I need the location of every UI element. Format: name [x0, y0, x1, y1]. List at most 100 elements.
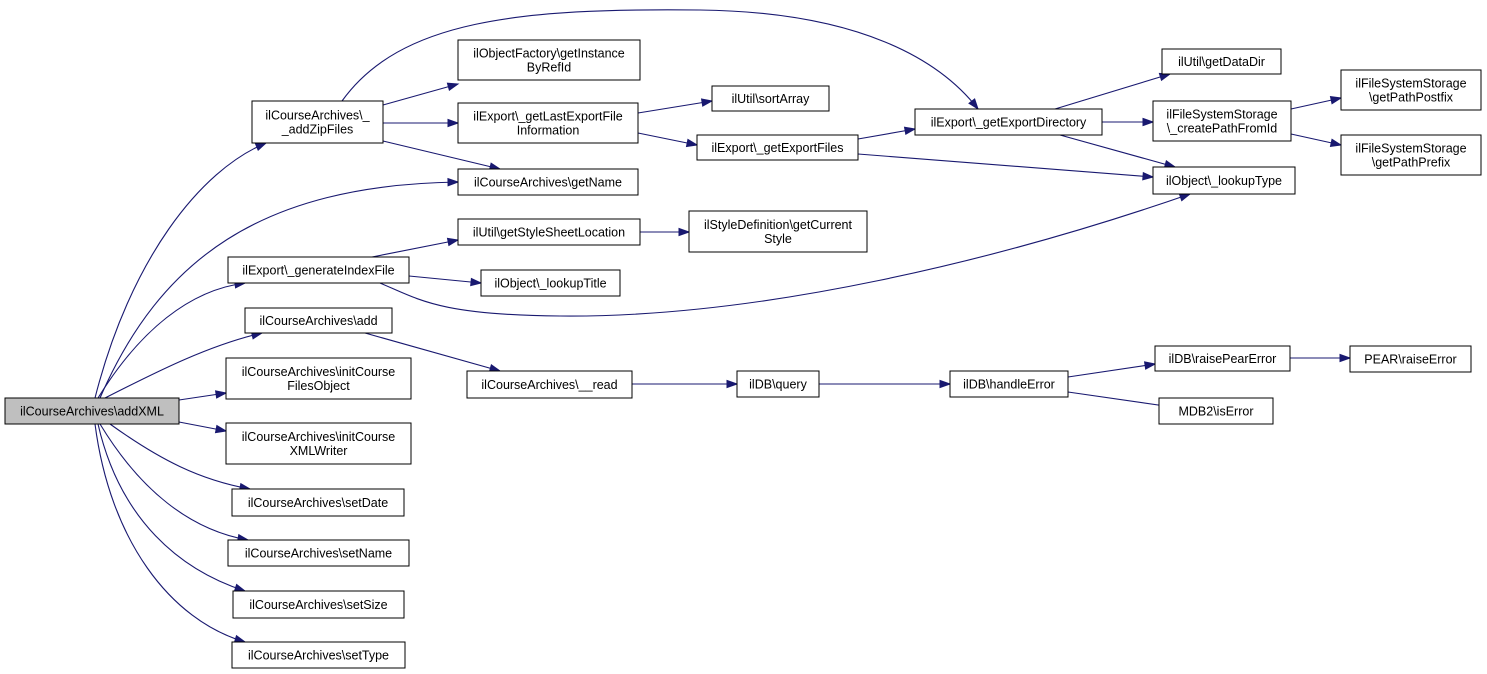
edge-line [364, 332, 501, 372]
node-read[interactable]: ilCourseArchives\__read [466, 370, 633, 399]
node-box [251, 100, 384, 144]
node-getName[interactable]: ilCourseArchives\getName [457, 168, 639, 196]
edge-line [1067, 363, 1156, 378]
edge-addZipFiles-to-getLastExportFileInformation [383, 118, 460, 128]
node-setDate[interactable]: ilCourseArchives\setDate [231, 488, 405, 517]
edge-generateIndexFile-to-lookupTitle [408, 275, 483, 287]
node-label: _addZipFiles [281, 123, 354, 137]
node-generateIndexFile[interactable]: ilExport\_generateIndexFile [227, 256, 410, 284]
node-label: \getPathPostfix [1369, 91, 1454, 105]
edge-line [1059, 134, 1176, 168]
node-getDataDir[interactable]: ilUtil\getDataDir [1161, 48, 1282, 75]
node-box [231, 488, 405, 517]
node-root[interactable]: ilCourseArchives\addXML [4, 397, 180, 425]
arrowhead [446, 82, 460, 91]
arrowhead [470, 277, 483, 287]
node-label: ilUtil\sortArray [732, 92, 811, 106]
node-raiseError[interactable]: PEAR\raiseError [1349, 345, 1472, 373]
node-label: \getPathPrefix [1372, 156, 1451, 170]
node-label: ilExport\_getLastExportFile [473, 110, 622, 124]
edge-root-to-initCourseFilesObject [178, 390, 228, 401]
edge-line [408, 275, 482, 284]
node-box [227, 256, 410, 284]
node-isError[interactable]: MDB2\isError [1158, 397, 1274, 425]
arrowhead [446, 237, 460, 247]
node-setType[interactable]: ilCourseArchives\setType [231, 641, 406, 669]
node-label: \_createPathFromId [1167, 122, 1278, 136]
node-label: ilCourseArchives\addXML [20, 405, 164, 419]
node-box [1152, 100, 1292, 142]
edge-getExportFiles-to-lookupType [857, 153, 1155, 181]
node-getStyleSheetLocation[interactable]: ilUtil\getStyleSheetLocation [457, 218, 641, 246]
node-label: ilCourseArchives\getName [474, 176, 622, 190]
node-label: ilStyleDefinition\getCurrent [704, 218, 853, 232]
edge-createPathFromId-to-getPathPrefix [1290, 133, 1343, 147]
node-getPathPostfix[interactable]: ilFileSystemStorage\getPathPostfix [1340, 69, 1482, 111]
edge-line [382, 83, 459, 106]
node-label: ilDB\query [749, 378, 807, 392]
node-box [466, 370, 633, 399]
arrowhead [1178, 193, 1192, 202]
node-handleError[interactable]: ilDB\handleError [949, 370, 1069, 398]
node-label: ilObject\_lookupType [1166, 174, 1282, 188]
edge-line [371, 239, 459, 258]
edge-getExportFiles-to-getExportDirectory [857, 126, 917, 140]
node-addZipFiles[interactable]: ilCourseArchives\__addZipFiles [251, 100, 384, 144]
edge-line [94, 423, 246, 643]
node-getExportFiles[interactable]: ilExport\_getExportFiles [696, 134, 859, 161]
node-sortArray[interactable]: ilUtil\sortArray [711, 85, 830, 112]
node-label: ByRefId [527, 61, 572, 75]
node-box [914, 108, 1103, 136]
arrowhead [939, 379, 952, 389]
node-query[interactable]: ilDB\query [736, 370, 820, 398]
edge-root-to-getName [99, 177, 460, 399]
node-box [225, 422, 412, 465]
node-box [1340, 134, 1482, 176]
arrowhead [447, 177, 460, 187]
arrowhead [903, 126, 917, 136]
node-lookupType[interactable]: ilObject\_lookupType [1152, 166, 1296, 195]
node-add[interactable]: ilCourseArchives\add [244, 307, 393, 334]
edge-createPathFromId-to-getPathPostfix [1290, 96, 1343, 110]
edge-line [97, 282, 246, 399]
edge-root-to-setSize [97, 423, 247, 592]
node-box [1152, 166, 1296, 195]
arrowhead [254, 142, 268, 152]
arrowhead [214, 390, 228, 399]
node-getExportDirectory[interactable]: ilExport\_getExportDirectory [914, 108, 1103, 136]
node-label: ilFileSystemStorage [1355, 142, 1466, 156]
edge-getExportDirectory-to-getDataDir [1054, 72, 1172, 110]
node-label: ilCourseArchives\setDate [248, 496, 388, 510]
arrowhead [1339, 353, 1352, 363]
node-label: ilUtil\getDataDir [1178, 55, 1265, 69]
node-box [1161, 48, 1282, 75]
node-getPathPrefix[interactable]: ilFileSystemStorage\getPathPrefix [1340, 134, 1482, 176]
node-label: ilExport\_generateIndexFile [242, 264, 394, 278]
edge-root-to-generateIndexFile [97, 280, 247, 399]
node-label: ilCourseArchives\__read [481, 378, 617, 392]
arrowhead [968, 98, 979, 111]
node-setSize[interactable]: ilCourseArchives\setSize [232, 590, 405, 619]
edge-query-to-handleError [819, 379, 952, 389]
node-label: ilCourseArchives\add [259, 314, 377, 328]
edge-handleError-to-raisePearError [1067, 361, 1157, 378]
node-box [949, 370, 1069, 398]
arrowhead [678, 227, 691, 237]
node-box [696, 134, 859, 161]
edge-getLastExportFileInformation-to-getExportFiles [637, 132, 699, 148]
node-setName[interactable]: ilCourseArchives\setName [227, 539, 410, 567]
node-box [231, 641, 406, 669]
node-createPathFromId[interactable]: ilFileSystemStorage\_createPathFromId [1152, 100, 1292, 142]
node-label: ilObjectFactory\getInstance [473, 47, 625, 61]
node-raisePearError[interactable]: ilDB\raisePearError [1154, 345, 1291, 372]
edge-line [99, 181, 459, 399]
node-box [1340, 69, 1482, 111]
node-label: FilesObject [287, 379, 350, 393]
node-lookupTitle[interactable]: ilObject\_lookupTitle [480, 269, 621, 297]
